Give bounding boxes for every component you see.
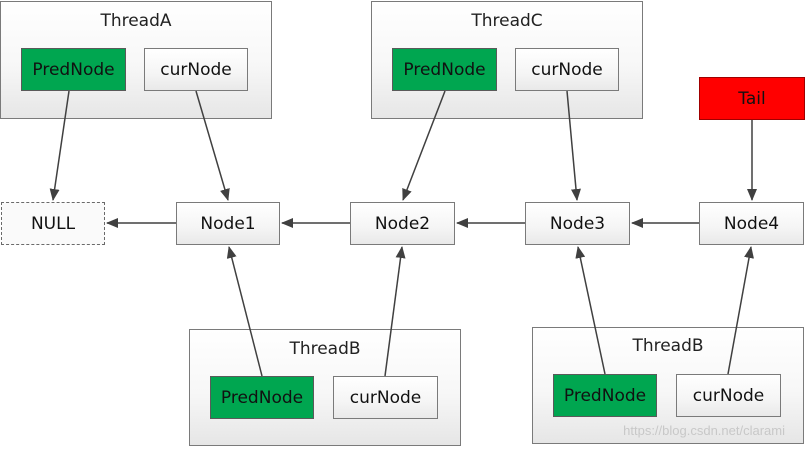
node-3: Node3 (525, 202, 630, 245)
thread-b-left-curnode: curNode (333, 376, 438, 419)
thread-a-prednode: PredNode (21, 48, 126, 91)
thread-a-title: ThreadA (100, 11, 172, 31)
tail-pointer: Tail (699, 77, 805, 120)
node-2: Node2 (350, 202, 455, 245)
null-node: NULL (1, 202, 105, 245)
thread-a-curnode: curNode (144, 48, 248, 91)
thread-b-left-prednode: PredNode (210, 376, 314, 419)
thread-b-right-curnode: curNode (676, 374, 781, 417)
watermark: https://blog.csdn.net/clarami (623, 423, 785, 438)
thread-c-prednode: PredNode (392, 48, 497, 91)
thread-b-right-title: ThreadB (632, 336, 704, 356)
thread-c-title: ThreadC (471, 11, 543, 31)
node-4: Node4 (699, 202, 804, 245)
node-1: Node1 (176, 202, 280, 245)
thread-b-left-title: ThreadB (289, 339, 361, 359)
thread-b-right-prednode: PredNode (553, 374, 657, 417)
thread-c-curnode: curNode (515, 48, 619, 91)
